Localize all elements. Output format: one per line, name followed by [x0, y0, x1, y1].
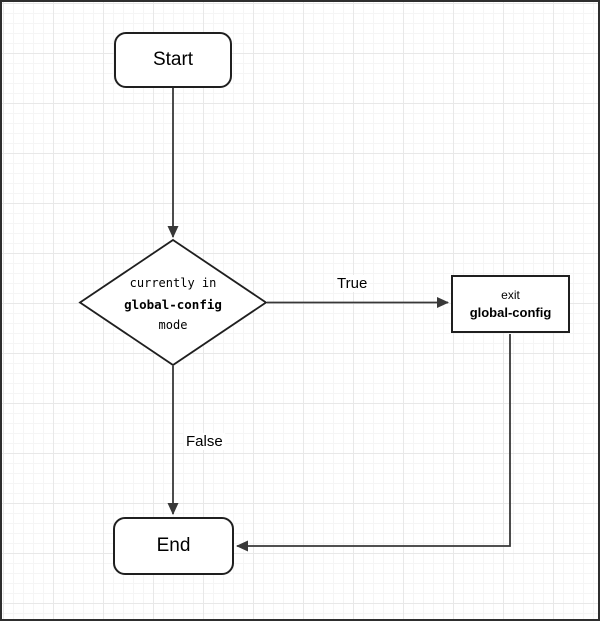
node-start: Start	[114, 32, 232, 88]
node-start-label: Start	[152, 49, 194, 70]
decision-line-3: mode	[158, 317, 188, 332]
node-decision: currently in global-config mode	[80, 243, 266, 365]
exit-line-2: global-config	[469, 305, 552, 320]
decision-line-1: currently in	[129, 275, 217, 290]
exit-line-1: exit	[501, 288, 520, 302]
edge-label-false: False	[184, 433, 225, 450]
node-exit-global-config: exit global-config	[451, 275, 570, 333]
node-end: End	[113, 517, 234, 575]
edge-label-true: True	[335, 275, 370, 292]
decision-line-2: global-config	[124, 296, 222, 312]
edge-exit-to-end	[236, 334, 511, 552]
node-end-label: End	[156, 535, 191, 556]
decision-diamond-shape	[78, 238, 268, 367]
